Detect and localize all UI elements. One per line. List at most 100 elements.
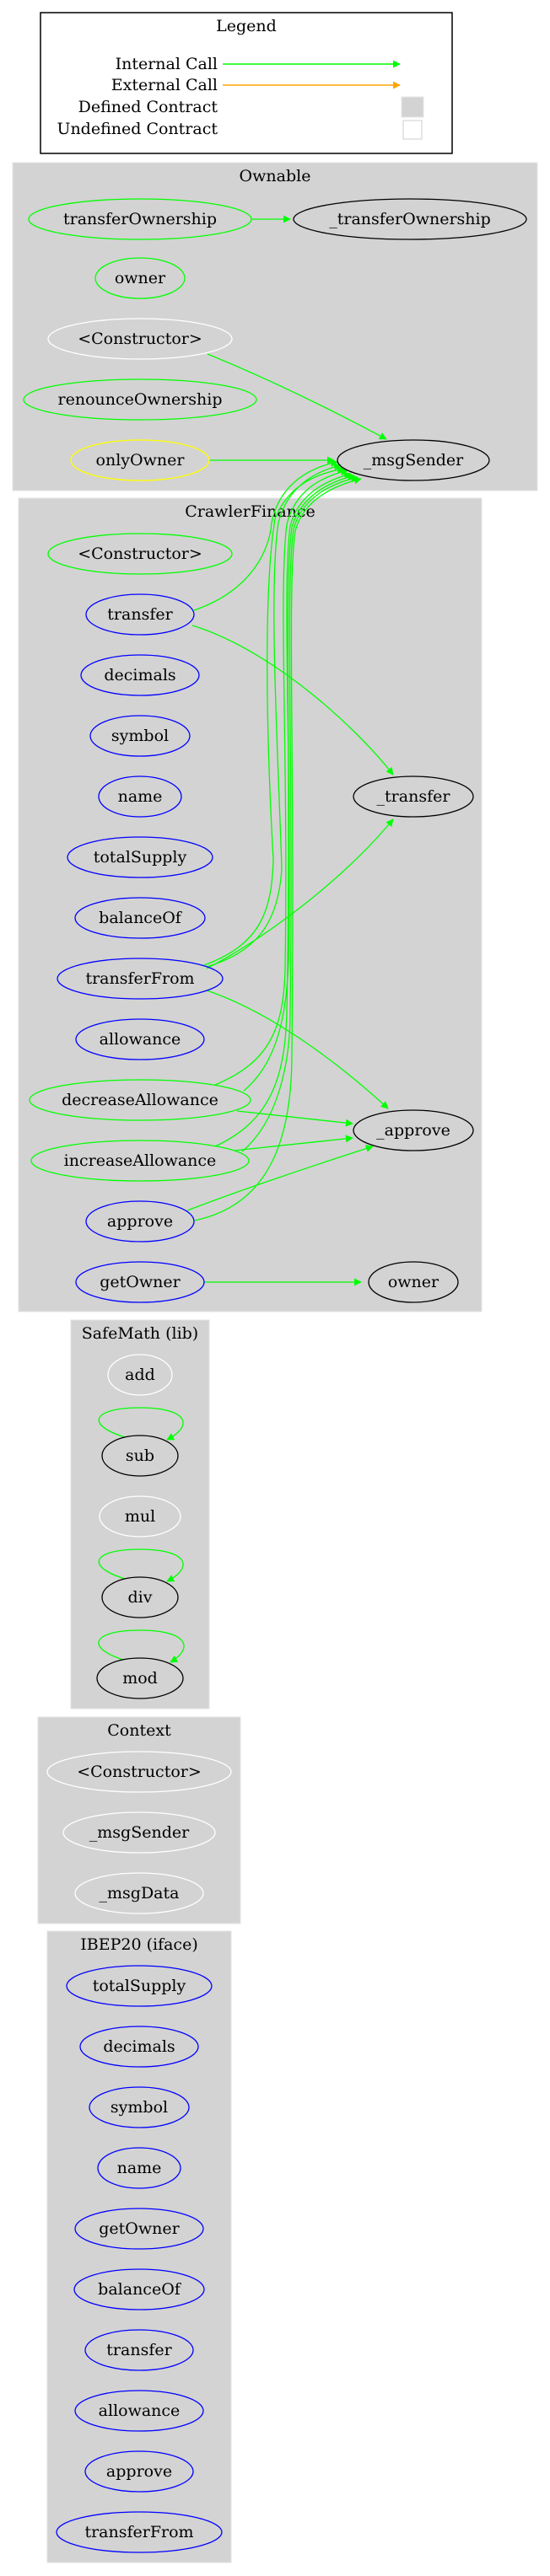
cluster-title: SafeMath (lib) [82,1324,198,1343]
function-node-name[interactable]: name [97,2147,181,2189]
function-node-constructor[interactable]: <Constructor> [47,318,233,360]
node-label: totalSupply [93,1977,186,1995]
node-ellipse [47,318,233,360]
legend-defined-contract-swatch-icon [401,96,424,118]
node-label: balanceOf [98,2280,182,2299]
call-edge-cf-increaseallowance-to-cf-approve [233,1135,353,1151]
node-label: balanceOf [99,909,183,927]
function-node-msgdata[interactable]: _msgData [74,1872,204,1914]
function-node-decimals[interactable]: decimals [79,2026,199,2068]
node-label: div [128,1588,153,1607]
node-label: transfer [107,605,173,624]
cluster-title: IBEP20 (iface) [80,1935,198,1954]
function-node-transferownership[interactable]: _transferOwnership [293,198,527,240]
function-node-sub[interactable]: sub [101,1435,179,1477]
function-node-transferownership[interactable]: transferOwnership [28,198,252,240]
function-node-owner[interactable]: owner [368,1261,459,1303]
function-node-totalsupply[interactable]: totalSupply [67,836,213,878]
node-ellipse [67,836,213,878]
edges-layer [98,215,394,1663]
node-ellipse [96,1657,184,1699]
node-label: mul [125,1507,155,1526]
function-node-name[interactable]: name [98,775,182,818]
function-node-transfer[interactable]: transfer [85,593,195,636]
function-node-approve[interactable]: _approve [353,1109,474,1151]
call-edge-sm-div-to-sm-div [98,1548,184,1582]
function-node-allowance[interactable]: allowance [74,2390,204,2432]
node-ellipse [84,2329,194,2371]
function-node-mul[interactable]: mul [99,1495,181,1538]
node-ellipse [98,775,182,818]
cluster-title: Context [107,1721,171,1740]
function-node-approve[interactable]: approve [85,1200,195,1242]
node-label: getOwner [99,2219,180,2238]
function-node-msgsender[interactable]: _msgSender [337,439,490,481]
cluster-background [18,497,483,1312]
function-node-getowner[interactable]: getOwner [75,1261,205,1303]
function-node-symbol[interactable]: symbol [89,2086,190,2128]
node-label: increaseAllowance [64,1151,217,1170]
node-label: approve [106,2462,172,2481]
node-label: allowance [99,2402,181,2420]
call-edge-cf-decreaseallowance-to-cf-approve [236,1110,353,1127]
node-ellipse [56,2511,223,2553]
cluster-title: CrawlerFinance [185,502,315,521]
node-label: totalSupply [94,848,187,867]
node-ellipse [94,257,186,299]
function-node-approve[interactable]: approve [84,2450,194,2493]
node-label: transferFrom [84,2523,193,2541]
legend-frame [40,12,453,154]
node-ellipse [47,533,233,575]
call-edge-sm-mod-to-sm-mod [98,1629,185,1663]
node-label: <Constructor> [78,330,202,348]
node-label: _approve [376,1121,450,1140]
node-label: allowance [100,1030,181,1049]
function-node-allowance[interactable]: allowance [75,1018,205,1060]
node-ellipse [79,2026,199,2068]
function-node-renounceownership[interactable]: renounceOwnership [23,378,257,421]
function-node-constructor[interactable]: <Constructor> [46,1751,232,1793]
legend-label-undefined-contract: Undefined Contract [57,120,218,138]
function-node-onlyowner[interactable]: onlyOwner [70,439,210,481]
node-ellipse [368,1261,459,1303]
function-node-mod[interactable]: mod [96,1657,184,1699]
node-label: onlyOwner [96,451,186,470]
call-edge-cf-increaseallowance-to-ownable-msgsender [214,473,355,1147]
node-label: <Constructor> [78,545,202,563]
call-edge-cf-transfer-to-cf-transfer [191,625,394,775]
function-node-totalsupply[interactable]: totalSupply [66,1965,213,2007]
function-node-transferfrom[interactable]: transferFrom [57,958,224,1000]
function-node-add[interactable]: add [107,1354,173,1396]
node-ellipse [66,1965,213,2007]
node-ellipse [101,1576,179,1618]
cluster-background [46,1930,232,2563]
function-node-transfer[interactable]: transfer [84,2329,194,2371]
function-node-balanceof[interactable]: balanceOf [73,2268,205,2310]
function-node-balanceof[interactable]: balanceOf [74,897,206,939]
function-node-symbol[interactable]: symbol [89,715,191,757]
function-node-owner[interactable]: owner [94,257,186,299]
node-label: _msgSender [89,1823,190,1842]
node-label: approve [107,1212,173,1231]
node-ellipse [57,958,224,1000]
function-node-msgsender[interactable]: _msgSender [62,1811,216,1854]
call-edge-cf-transferfrom-to-ownable-msgsender [206,463,342,968]
function-node-transferfrom[interactable]: transferFrom [56,2511,223,2553]
node-ellipse [74,1872,204,1914]
function-node-getowner[interactable]: getOwner [74,2208,204,2250]
function-node-decreaseallowance[interactable]: decreaseAllowance [29,1079,251,1121]
function-node-constructor[interactable]: <Constructor> [47,533,233,575]
nodes-layer: transferOwnership _transferOwnershipowner… [23,198,527,2553]
node-ellipse [89,2086,190,2128]
function-node-increaseallowance[interactable]: increaseAllowance [30,1140,250,1182]
node-label: _transferOwnership [329,210,491,228]
function-node-transfer[interactable]: _transfer [353,775,474,818]
call-edge-sm-sub-to-sm-sub [98,1407,184,1441]
node-label: _transfer [377,787,451,806]
node-label: mod [122,1669,158,1688]
node-ellipse [46,1751,232,1793]
function-node-decimals[interactable]: decimals [80,654,200,696]
function-node-div[interactable]: div [101,1576,179,1618]
